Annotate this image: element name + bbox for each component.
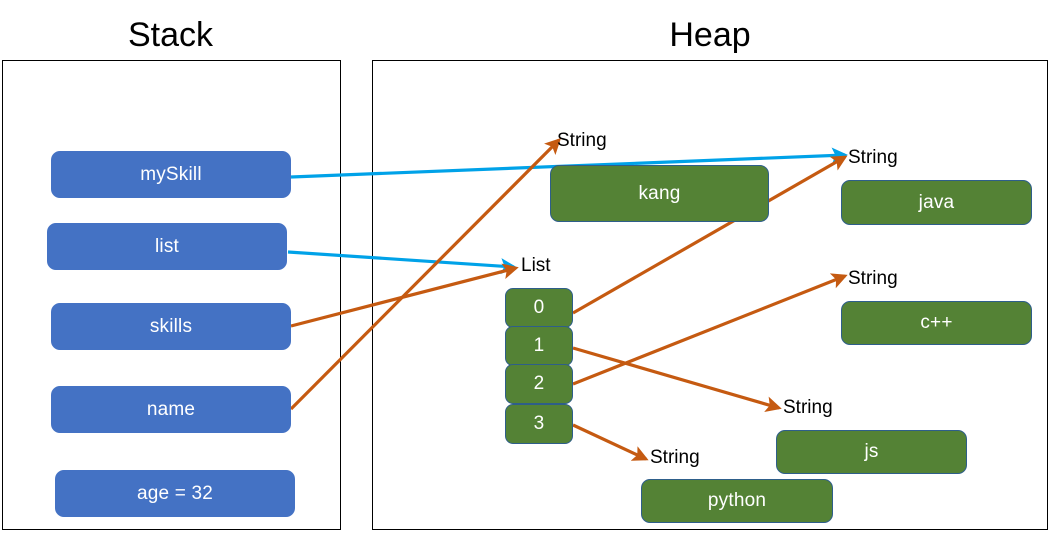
stack-variable-name[interactable]: name — [51, 386, 291, 433]
heap-string-java[interactable]: java — [841, 180, 1032, 225]
heap-string-value: c++ — [920, 312, 953, 333]
list-cell-index: 3 — [533, 413, 545, 434]
string-type-label-js: String — [783, 397, 833, 418]
list-cell-0[interactable]: 0 — [505, 288, 573, 328]
heap-string-value: js — [864, 441, 879, 462]
stack-variable-label: mySkill — [140, 163, 202, 185]
list-cell-index: 2 — [533, 373, 545, 394]
stack-frame — [2, 60, 341, 530]
heap-string-python[interactable]: python — [641, 479, 833, 523]
list-type-label: List — [521, 255, 551, 276]
string-type-label-cpp: String — [848, 268, 898, 289]
list-cell-index: 1 — [533, 335, 545, 356]
heap-string-js[interactable]: js — [776, 430, 967, 474]
stack-variable-label: skills — [149, 315, 193, 337]
string-type-label-python: String — [650, 447, 700, 468]
list-cell-index: 0 — [533, 297, 545, 318]
stack-variable-myskill[interactable]: mySkill — [51, 151, 291, 198]
heap-title: Heap — [669, 16, 751, 54]
stack-variable-age[interactable]: age = 32 — [55, 470, 295, 517]
list-cell-1[interactable]: 1 — [505, 326, 573, 366]
stack-variable-list[interactable]: list — [47, 223, 287, 270]
stack-title: Stack — [127, 16, 214, 54]
heap-string-value: kang — [638, 182, 681, 204]
heap-string-kang[interactable]: kang — [550, 165, 769, 222]
heap-string-value: java — [918, 191, 955, 213]
stack-variable-label: age = 32 — [136, 482, 214, 504]
heap-string-value: python — [707, 490, 767, 511]
stack-variable-label: list — [154, 235, 180, 257]
string-type-label-java: String — [848, 147, 898, 168]
heap-string-cpp[interactable]: c++ — [841, 301, 1032, 345]
list-cell-2[interactable]: 2 — [505, 364, 573, 404]
stack-variable-skills[interactable]: skills — [51, 303, 291, 350]
list-cell-3[interactable]: 3 — [505, 404, 573, 444]
stack-variable-label: name — [146, 398, 196, 420]
string-type-label-kang: String — [557, 130, 607, 151]
